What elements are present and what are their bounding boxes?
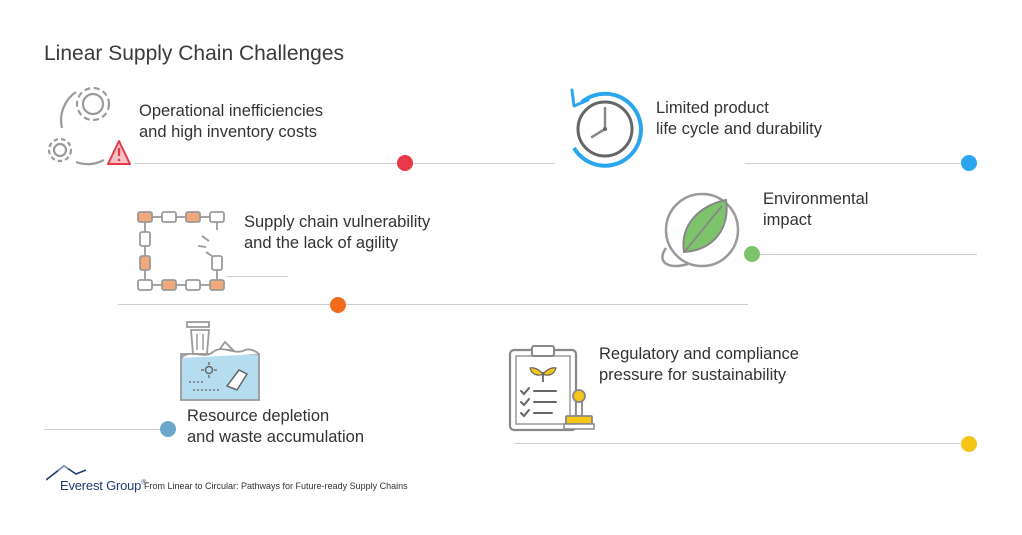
challenge-line: Operational inefficiencies [139, 102, 324, 120]
challenge-line: and high inventory costs [139, 123, 317, 141]
marker-dot-yellow [961, 436, 977, 452]
challenge-line: Environmental [763, 190, 869, 208]
marker-dot-green [744, 246, 760, 262]
marker-dot-blue [961, 155, 977, 171]
brand-text: Everest Group [60, 478, 142, 493]
marker-dot-red [397, 155, 413, 171]
challenge-line: and waste accumulation [187, 428, 365, 446]
challenge-line: Limited product [656, 99, 769, 117]
everest-group-logo-icon [46, 465, 86, 481]
marker-dot-steel [160, 421, 176, 437]
challenge-line: Resource depletion [187, 407, 330, 425]
source-caption: From Linear to Circular: Pathways for Fu… [144, 481, 408, 491]
connector-line [226, 276, 288, 277]
connector-line [135, 163, 555, 164]
challenge-line: impact [763, 211, 812, 229]
clock-icon [560, 86, 650, 172]
registered-mark: ® [141, 479, 147, 487]
challenge-line: life cycle and durability [656, 120, 822, 138]
gears-warning-icon [44, 84, 134, 170]
page-title: Linear Supply Chain Challenges [44, 42, 345, 65]
connector-line [44, 429, 166, 430]
challenge-label-vulnerability: Supply chain vulnerability and the lack … [244, 212, 430, 254]
leaf-globe-icon [654, 190, 744, 276]
challenge-label-environment: Environmental impact [763, 189, 868, 231]
waste-bin-icon [179, 320, 261, 402]
challenge-label-regulatory: Regulatory and compliance pressure for s… [599, 344, 799, 386]
connector-line [745, 163, 977, 164]
challenge-label-resource: Resource depletion and waste accumulatio… [187, 406, 364, 448]
challenge-line: and the lack of agility [244, 234, 399, 252]
connector-line [514, 443, 977, 444]
clipboard-stamp-icon [508, 344, 596, 432]
challenge-line: Supply chain vulnerability [244, 213, 431, 231]
broken-chain-icon [136, 210, 226, 296]
connector-line [118, 304, 748, 305]
challenge-line: Regulatory and compliance [599, 345, 799, 363]
marker-dot-orange [330, 297, 346, 313]
brand-name: Everest Group® [60, 478, 146, 493]
challenge-label-product: Limited product life cycle and durabilit… [656, 98, 822, 140]
challenge-label-operational: Operational inefficiencies and high inve… [139, 101, 323, 143]
connector-line [750, 254, 977, 255]
challenge-line: pressure for sustainability [599, 366, 787, 384]
